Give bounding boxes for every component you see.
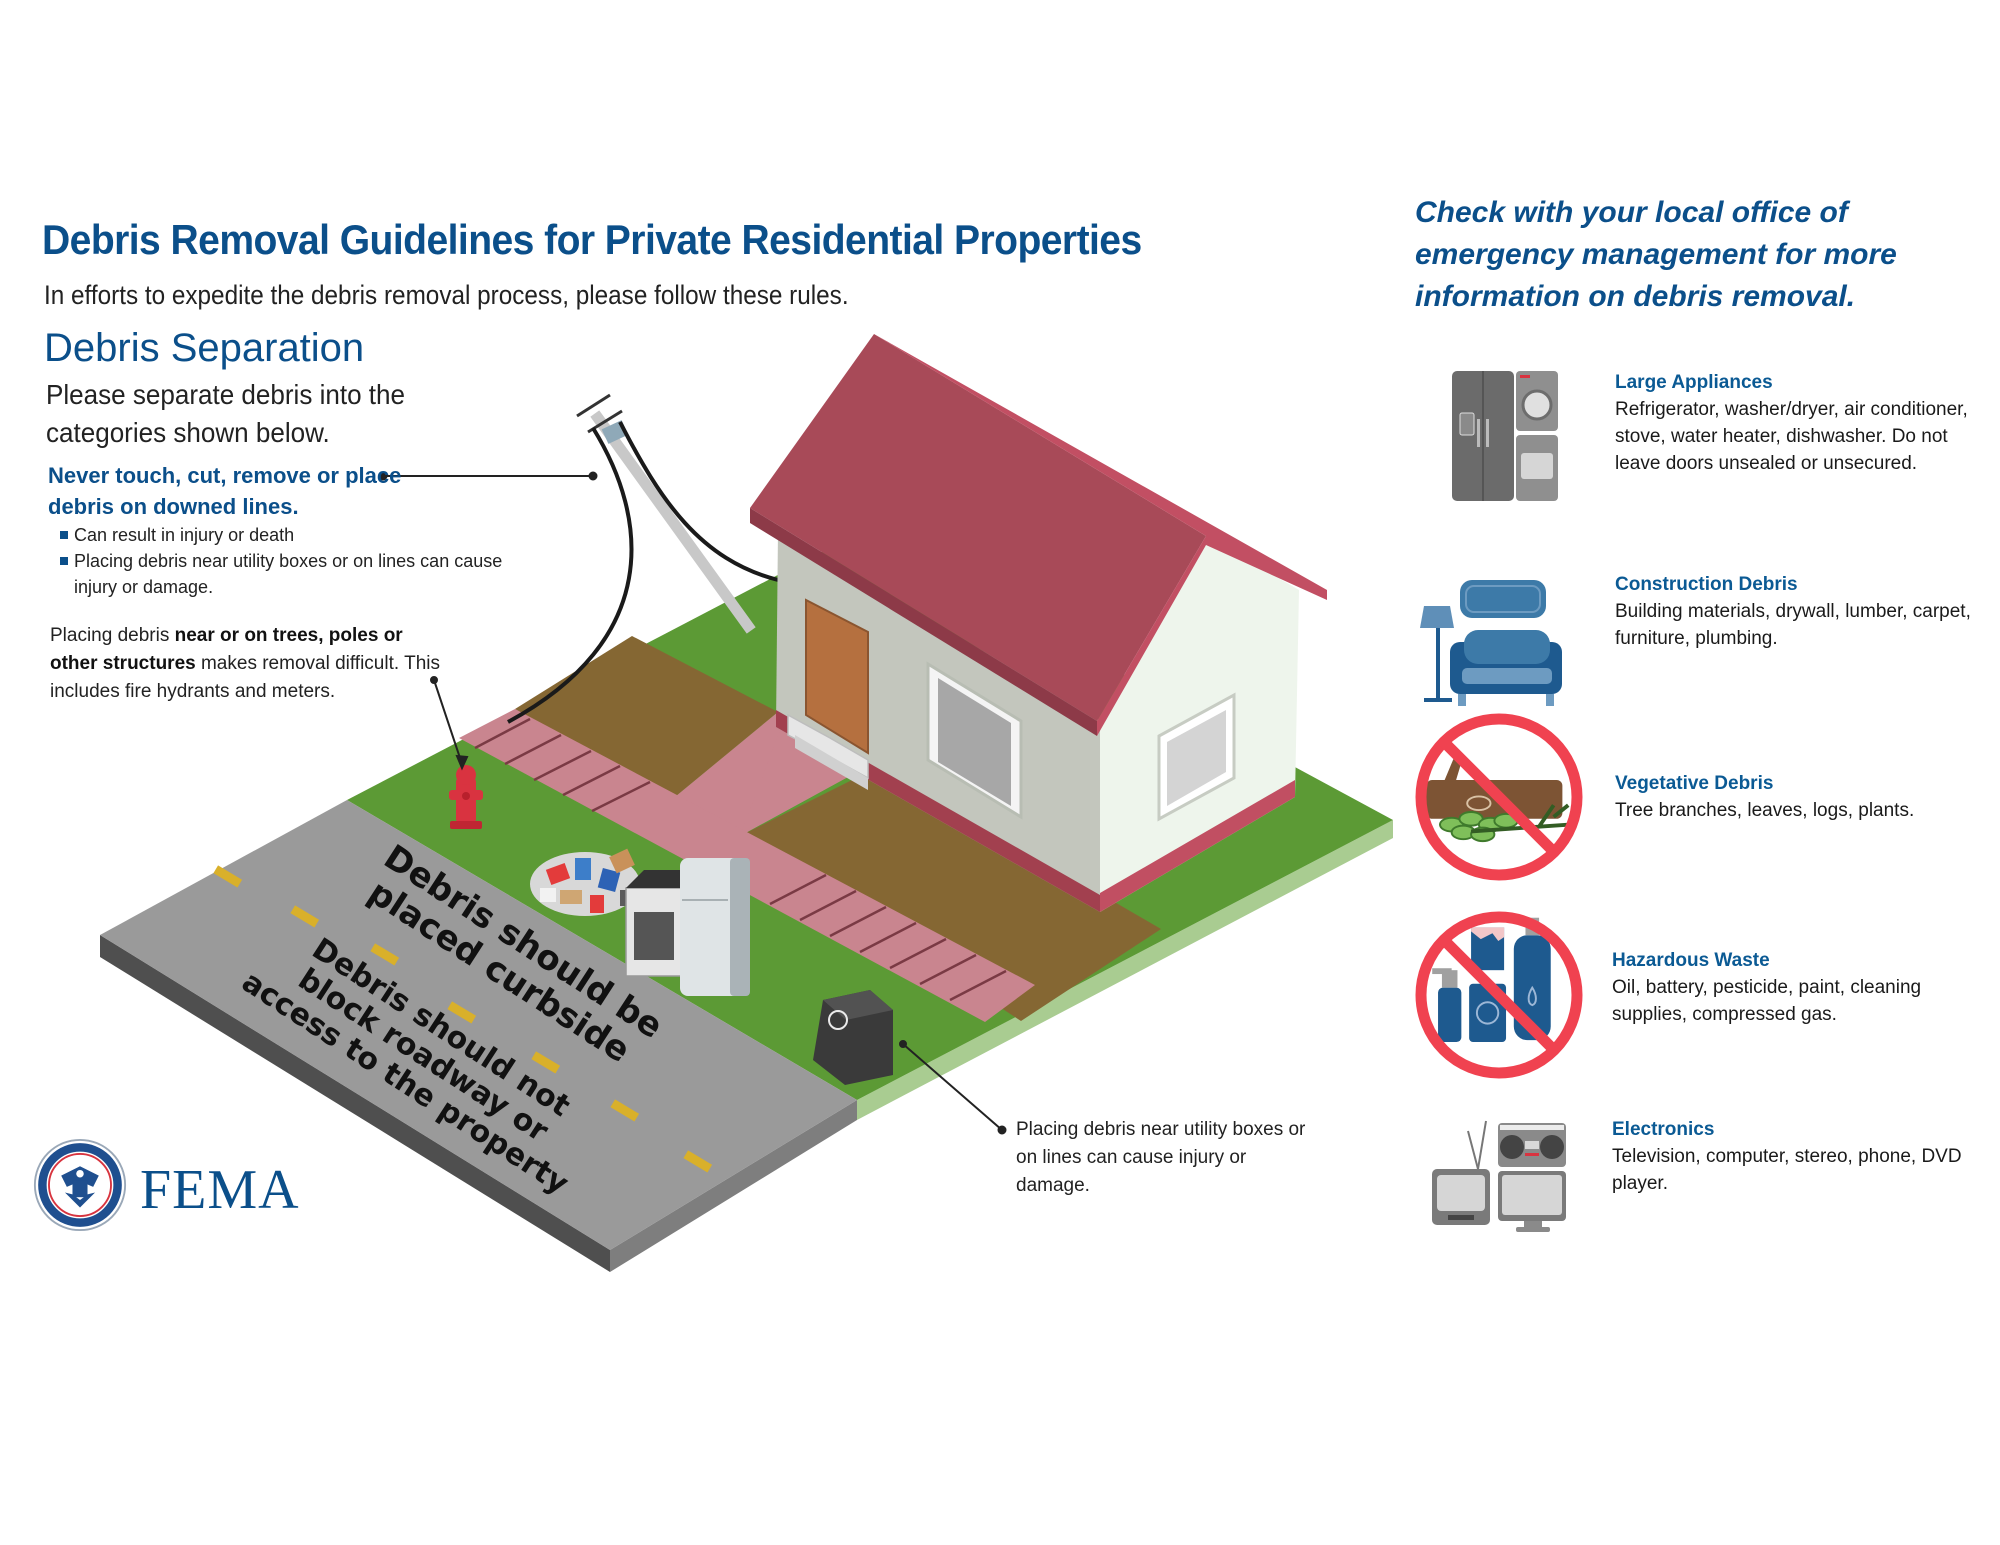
category-name: Construction Debris <box>1615 574 1798 595</box>
category-name: Large Appliances <box>1615 372 1773 393</box>
category-name: Vegetative Debris <box>1615 773 1774 794</box>
category-description: Building materials, drywall, lumber, car… <box>1615 601 1971 649</box>
category-name: Hazardous Waste <box>1612 950 1770 971</box>
refrigerator <box>680 858 750 996</box>
dhs-seal-icon <box>33 1138 127 1232</box>
road-center-dashes <box>213 865 713 1173</box>
lawn-edge <box>857 820 1393 1120</box>
downed-utility-pole <box>507 393 779 724</box>
category-description: Oil, battery, pesticide, paint, cleaning… <box>1612 977 1922 1025</box>
appliances-icon <box>1452 371 1558 501</box>
warning-bullet: Can result in injury or death <box>58 522 518 548</box>
structures-note-post: makes removal difficult. This includes f… <box>50 653 440 702</box>
category-name: Electronics <box>1612 1119 1715 1140</box>
house <box>750 334 1327 912</box>
structures-note-pre: Placing debris <box>50 625 175 646</box>
electronics-icon <box>1432 1120 1566 1232</box>
utility-box <box>813 990 893 1085</box>
page-title: Debris Removal Guidelines for Private Re… <box>42 216 1142 263</box>
category-construction-debris: Construction Debris Building materials, … <box>1420 570 1990 740</box>
callout-lines <box>378 471 1007 1135</box>
fema-wordmark: FEMA <box>140 1159 300 1221</box>
front-door <box>805 598 869 755</box>
dirt-patch-left <box>515 636 778 801</box>
category-large-appliances: Large Appliances Refrigerator, washer/dr… <box>1420 365 1990 535</box>
contact-local-office-note: Check with your local office of emergenc… <box>1415 196 1897 313</box>
category-description: Refrigerator, washer/dryer, air conditio… <box>1615 399 1968 474</box>
category-electronics: Electronics Television, computer, stereo… <box>1420 1105 1990 1275</box>
utility-box-note: Placing debris near utility boxes or on … <box>1016 1119 1306 1196</box>
road <box>100 800 857 1250</box>
section-heading-debris-separation: Debris Separation <box>44 326 365 370</box>
category-description: Tree branches, leaves, logs, plants. <box>1615 800 1915 821</box>
warning-bullets: Can result in injury or death Placing de… <box>58 522 518 600</box>
separation-instructions: Please separate debris into the categori… <box>46 379 406 448</box>
dirt-patch-right <box>740 766 1161 1021</box>
prohibited-sign-icon <box>1415 713 1583 881</box>
road-side-left <box>100 935 610 1272</box>
structures-note-bold: near or on trees, poles or other structu… <box>50 625 403 674</box>
walkway-to-steps <box>740 730 868 836</box>
downed-lines-warning: Never touch, cut, remove or place debris… <box>48 463 402 519</box>
fire-hydrant <box>449 765 483 829</box>
roof <box>750 334 1206 721</box>
furniture-icon <box>1420 580 1562 706</box>
category-description: Television, computer, stereo, phone, DVD… <box>1612 1146 1962 1194</box>
road-side-right <box>610 1100 857 1272</box>
structures-note: Placing debris near or on trees, poles o… <box>50 622 450 706</box>
prohibited-sign-icon <box>1415 911 1583 1079</box>
page-subtitle: In efforts to expedite the debris remova… <box>44 280 849 310</box>
category-vegetative-debris: Vegetative Debris Tree branches, leaves,… <box>1415 710 1990 881</box>
warning-bullet: Placing debris near utility boxes or on … <box>58 548 518 600</box>
category-hazardous-waste: Hazardous Waste Oil, battery, pesticide,… <box>1415 908 1990 1079</box>
